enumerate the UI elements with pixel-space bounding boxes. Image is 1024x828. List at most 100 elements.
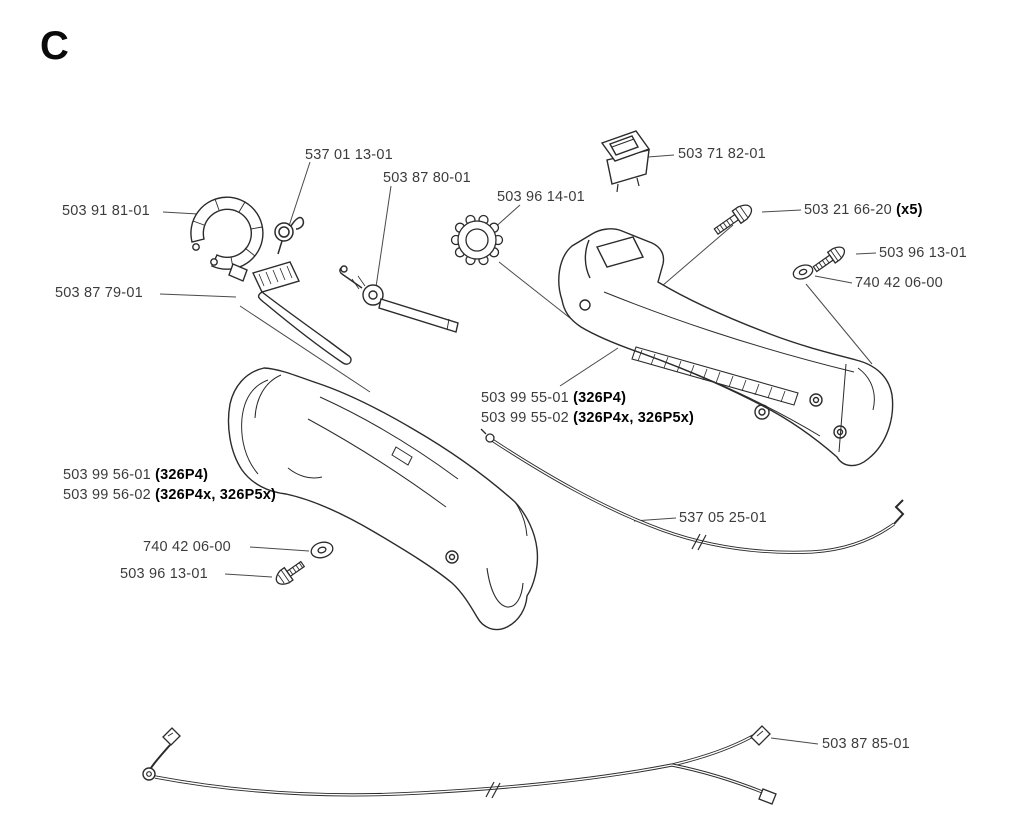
part-number: 503 87 85-01: [822, 736, 910, 752]
part-model: (326P4): [155, 467, 209, 483]
spade-connector-upper-right: [750, 725, 771, 746]
part-number: 503 99 55-01: [481, 390, 569, 406]
leader-screw-x5: [761, 209, 802, 213]
screw-right-part: [812, 246, 846, 273]
trigger-part: [252, 261, 352, 365]
part-number: 740 42 06-00: [143, 539, 231, 555]
switch-terminals: [616, 177, 640, 193]
lever-pivot-hole: [368, 290, 378, 300]
fork-top-line: [514, 501, 528, 537]
boss-outer: [445, 550, 459, 564]
part-number: 503 99 55-02: [481, 410, 569, 426]
part-qty: (x5): [896, 202, 923, 218]
part-number: 503 96 13-01: [120, 566, 208, 582]
harness-main-core: [154, 764, 673, 796]
part-number: 503 96 14-01: [497, 189, 585, 205]
lever-ball-end: [340, 265, 348, 273]
part-number: 503 99 56-01: [63, 467, 151, 483]
part-number: 503 96 13-01: [879, 245, 967, 261]
pivot-hole: [579, 299, 591, 311]
part-label-lever: 503 87 80-01: [383, 170, 471, 186]
assembly-line-screw-housing: [661, 224, 734, 287]
part-number: 537 05 25-01: [679, 510, 767, 526]
spade-connector-left: [162, 727, 181, 746]
part-label-cable: 537 05 25-01: [679, 510, 767, 526]
switch-rocker: [608, 135, 640, 156]
part-label-screw-x5: 503 21 66-20 (x5): [804, 202, 923, 218]
washer-bottom-part: [310, 541, 334, 559]
screw-head-lines: [735, 206, 749, 222]
part-number: 503 71 82-01: [678, 146, 766, 162]
lever-rod-tip: [446, 318, 450, 331]
section-label: C: [40, 24, 69, 68]
switch-rocker-split: [611, 138, 635, 148]
shell-bottom-rib: [640, 352, 821, 437]
barrel-tab: [391, 446, 413, 466]
part-number: 537 01 13-01: [305, 147, 393, 163]
part-label-screw-bottom: 503 96 13-01: [120, 566, 208, 582]
leader-handle-right: [559, 347, 619, 387]
washer-hole: [798, 268, 808, 276]
harness-branch-up-core: [671, 735, 754, 766]
harness-branch-down: [671, 763, 766, 795]
leader-washer-bottom: [249, 546, 310, 552]
wiring-harness-part: [142, 725, 777, 805]
cable-nipple: [485, 433, 495, 443]
part-label-handle-right-1: 503 99 55-01 (326P4): [481, 390, 626, 406]
spade-connector-left-line: [167, 732, 174, 737]
lever-rod: [378, 298, 459, 333]
cable-break-mark: [691, 533, 707, 551]
leader-lever: [375, 185, 392, 288]
part-label-ring: 503 96 14-01: [497, 189, 585, 205]
part-number: 503 21 66-20: [804, 202, 892, 218]
toothed-ring-part: [450, 214, 504, 266]
handle-housing-left-outline: [227, 367, 539, 631]
handle-housing-left: [227, 367, 539, 631]
screw-head-lines: [830, 248, 842, 262]
lever-part: [339, 265, 459, 333]
part-number: 503 91 81-01: [62, 203, 150, 219]
part-label-handle-right-2: 503 99 55-02 (326P4x, 326P5x): [481, 410, 694, 426]
screw-shaft: [812, 254, 835, 273]
cup-slot: [287, 467, 323, 479]
part-label-washer-right: 740 42 06-00: [855, 275, 943, 291]
screw-bosses: [754, 393, 847, 439]
screw-head-lines: [278, 570, 290, 584]
spade-connector-lower-right: [758, 788, 777, 805]
spring-part: [274, 216, 305, 255]
switch-part: [600, 130, 651, 193]
trigger-hatch: [258, 265, 293, 287]
part-model: (326P4x, 326P5x): [573, 410, 695, 426]
part-label-clamp: 503 91 81-01: [62, 203, 150, 219]
ring-terminal-hole: [146, 771, 152, 777]
harness-main: [154, 763, 673, 797]
washer-hole: [317, 546, 327, 554]
leader-switch: [647, 154, 675, 158]
clamp-part: [190, 196, 264, 282]
part-label-spring: 537 01 13-01: [305, 147, 393, 163]
fork-inner-u: [486, 567, 524, 608]
clamp-tab-hole: [210, 258, 218, 266]
switch-opening: [595, 236, 645, 268]
part-label-trigger: 503 87 79-01: [55, 285, 143, 301]
screw-head: [275, 566, 294, 585]
screw-threads: [289, 562, 304, 575]
screw-head: [731, 204, 753, 225]
leader-trigger: [159, 293, 237, 298]
screw-x5-part: [713, 204, 753, 235]
harness-break-mark: [485, 781, 501, 799]
assembly-line-washer-housing: [805, 283, 873, 365]
cable-z-end: [893, 499, 905, 525]
harness-branch-up: [671, 734, 754, 767]
screw-threads: [716, 217, 734, 233]
ring-body: [457, 220, 497, 260]
part-label-washer-bottom: 740 42 06-00: [143, 539, 231, 555]
leader-washer-right: [814, 275, 853, 284]
part-label-screw-right: 503 96 13-01: [879, 245, 967, 261]
part-number: 740 42 06-00: [855, 275, 943, 291]
clamp-latch: [228, 263, 248, 282]
part-number: 503 87 79-01: [55, 285, 143, 301]
leader-harness: [770, 737, 819, 745]
barrel-seam-top: [319, 396, 459, 480]
